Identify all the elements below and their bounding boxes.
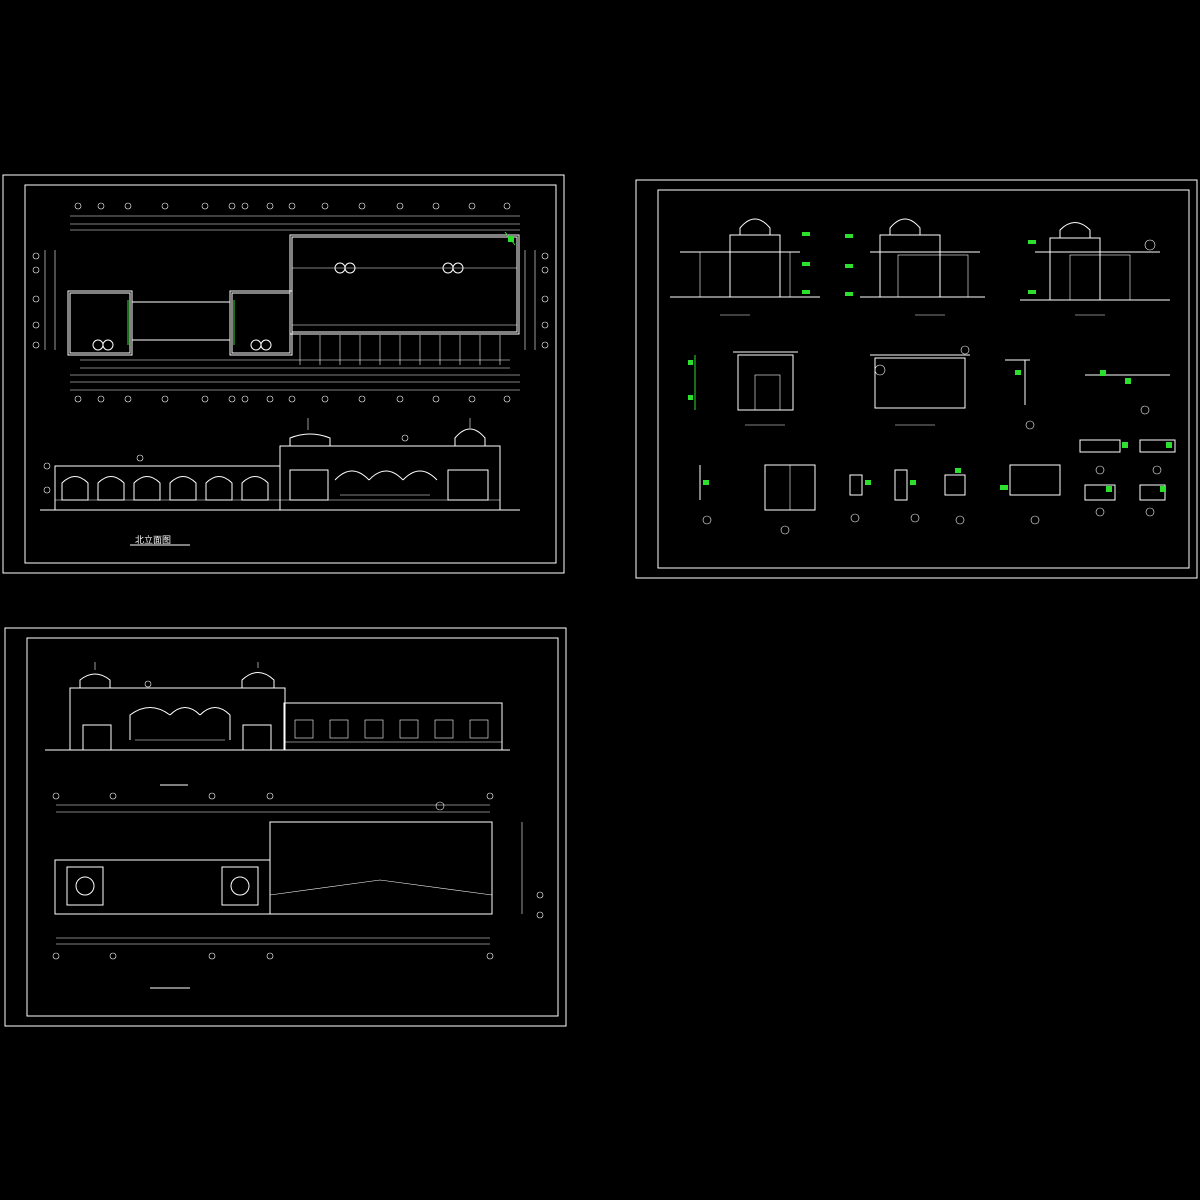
sheet-2: [635, 179, 1198, 579]
section-views-row: [688, 345, 1170, 430]
sheet-1-outer-border: [2, 174, 565, 574]
north-elevation-title: 北立面图: [135, 534, 171, 546]
sheet-1-inner-border: [24, 184, 557, 564]
sheet-3-inner-border: [26, 637, 559, 1017]
roof-vent-icon: [75, 876, 95, 896]
elevation-views-row: [670, 218, 1170, 316]
sheet-2-outer-border: [635, 179, 1198, 579]
axis-bubbles-bottom: [74, 395, 511, 403]
north-elevation: 北立面图: [40, 418, 520, 546]
south-elevation: [45, 662, 510, 786]
sheet-1: 北立面图: [2, 174, 565, 574]
sheet-3-outer-border: [4, 627, 567, 1027]
sheet-3: [4, 627, 567, 1027]
detail-views-row: [699, 439, 1176, 535]
roof-plan: [52, 792, 544, 989]
sheet-2-inner-border: [657, 189, 1190, 569]
floor-plan: [32, 202, 549, 403]
axis-bubbles-top: [74, 202, 511, 210]
